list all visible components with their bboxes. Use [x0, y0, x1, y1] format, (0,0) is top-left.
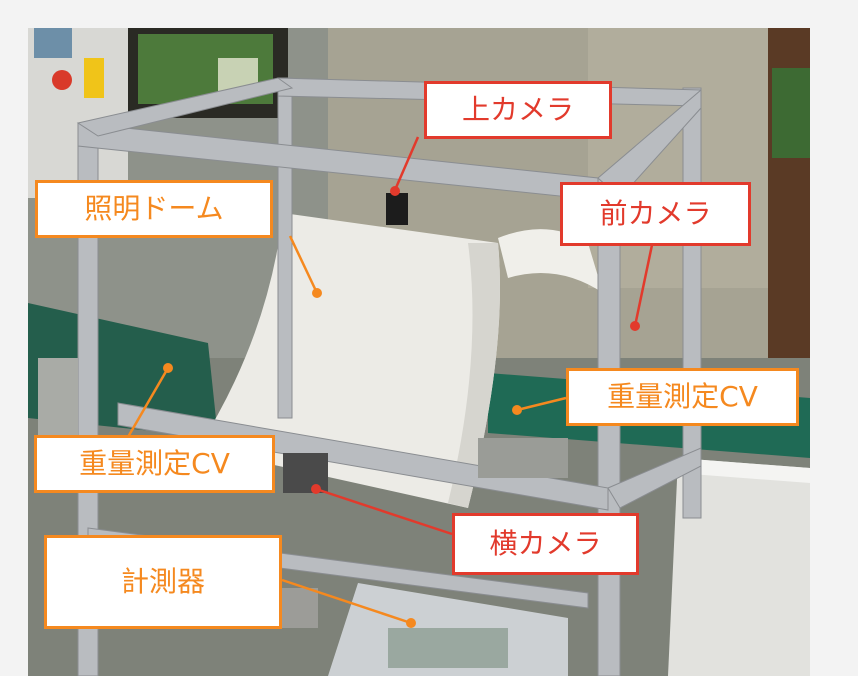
emergency-stop-icon	[52, 70, 72, 90]
weighing-cv-left-label: 重量測定CV	[34, 435, 275, 493]
measuring-instrument-label: 計測器	[44, 535, 282, 629]
front-camera-label: 前カメラ	[560, 182, 751, 246]
side-camera-label: 横カメラ	[452, 513, 639, 575]
instrument-display	[388, 628, 508, 668]
top-camera-icon	[386, 193, 408, 225]
weighing-cv-right-label: 重量測定CV	[566, 368, 799, 426]
lighting-dome-label: 照明ドーム	[35, 180, 273, 238]
top-camera-label: 上カメラ	[424, 81, 612, 139]
